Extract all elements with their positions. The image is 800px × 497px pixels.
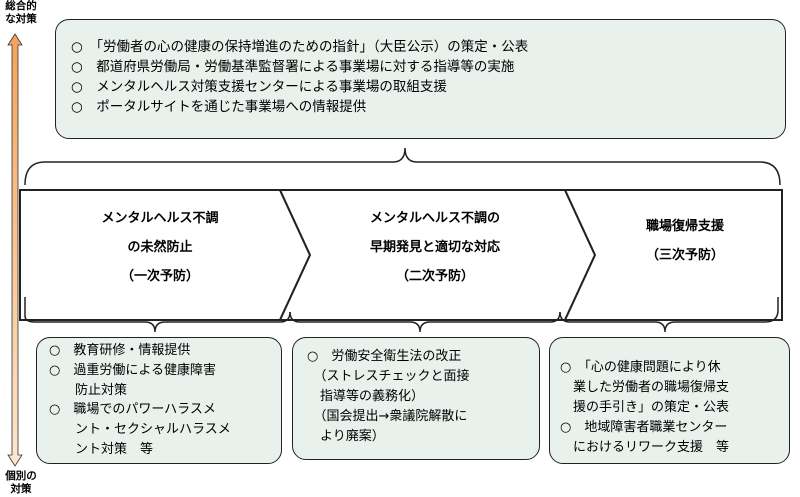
axis-bottom-label: 個別の 対策 — [5, 470, 37, 495]
bottom-brace-1 — [24, 297, 291, 333]
stage-arrow-tertiary — [563, 189, 783, 321]
top-measure-item: ○ メンタルヘルス対策支援センターによる事業場の取組支援 — [71, 79, 447, 95]
vertical-axis-arrow — [7, 33, 23, 467]
tertiary-measures-text: ○ 「心の健康問題により休 業した労働者の職場復帰支 援の手引き」の策定・公表 … — [560, 360, 730, 455]
tertiary-measures-box: ○ 「心の健康問題により休 業した労働者の職場復帰支 援の手引き」の策定・公表 … — [549, 337, 790, 464]
secondary-measures-text: ○ 労働安全衛生法の改正 （ストレスチェックと面接 指導等の義務化） （国会提出… — [307, 349, 470, 444]
axis-top-label: 総合的 な対策 — [5, 0, 37, 25]
top-brace — [24, 147, 781, 186]
top-measure-item: ○ ポータルサイトを通じた事業場への情報提供 — [71, 99, 367, 115]
primary-measures-box: ○ 教育研修・情報提供 ○ 過重労働による健康障害 防止対策 ○ 職場でのパワー… — [36, 337, 282, 464]
top-measures-box: ○ 「労働者の心の健康の保持増進のための指針」（大臣公示）の策定・公表 ○ 都道… — [55, 19, 786, 139]
top-measure-item: ○ 都道府県労働局・労働基準監督署による事業場に対する指導等の実施 — [71, 59, 515, 75]
stage-label-primary: メンタルヘルス不調 の未然防止 （一次予防） — [101, 211, 219, 284]
stage-label-secondary: メンタルヘルス不調の 早期発見と適切な対応 （二次予防） — [369, 211, 500, 284]
secondary-measures-box: ○ 労働安全衛生法の改正 （ストレスチェックと面接 指導等の義務化） （国会提出… — [292, 337, 540, 460]
bottom-brace-3 — [559, 297, 779, 333]
top-measure-item: ○ 「労働者の心の健康の保持増進のための指針」（大臣公示）の策定・公表 — [71, 39, 529, 55]
bottom-brace-2 — [289, 311, 561, 333]
stage-label-tertiary: 職場復帰支援 （三次予防） — [645, 219, 724, 263]
primary-measures-text: ○ 教育研修・情報提供 ○ 過重労働による健康障害 防止対策 ○ 職場でのパワー… — [49, 343, 231, 457]
